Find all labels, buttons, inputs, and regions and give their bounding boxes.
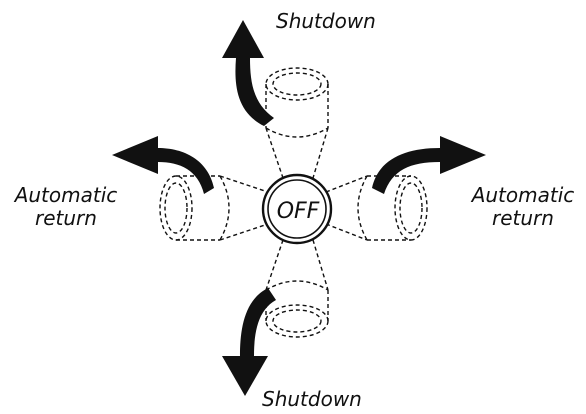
lever-left-position [159,175,269,241]
lever-right-position [325,175,428,241]
lever-down-position [265,239,329,338]
off-label: OFF [276,199,320,224]
curved-arrow-right-icon [372,136,486,194]
automatic-return-right-line2: return [492,206,554,230]
curved-arrow-up-icon [222,20,274,126]
automatic-return-right-line1: Automatic [471,183,575,207]
curved-arrow-left-icon [112,136,214,194]
automatic-return-right-label: Automatic return [462,184,584,230]
center-knob [261,173,333,245]
shutdown-up-label: Shutdown [276,9,376,33]
automatic-return-left-line1: Automatic [14,183,118,207]
automatic-return-left-line2: return [35,206,97,230]
curved-arrow-down-icon [222,288,276,396]
shutdown-down-label: Shutdown [262,387,362,411]
lever-up-position [265,67,329,179]
automatic-return-left-label: Automatic return [4,184,128,230]
